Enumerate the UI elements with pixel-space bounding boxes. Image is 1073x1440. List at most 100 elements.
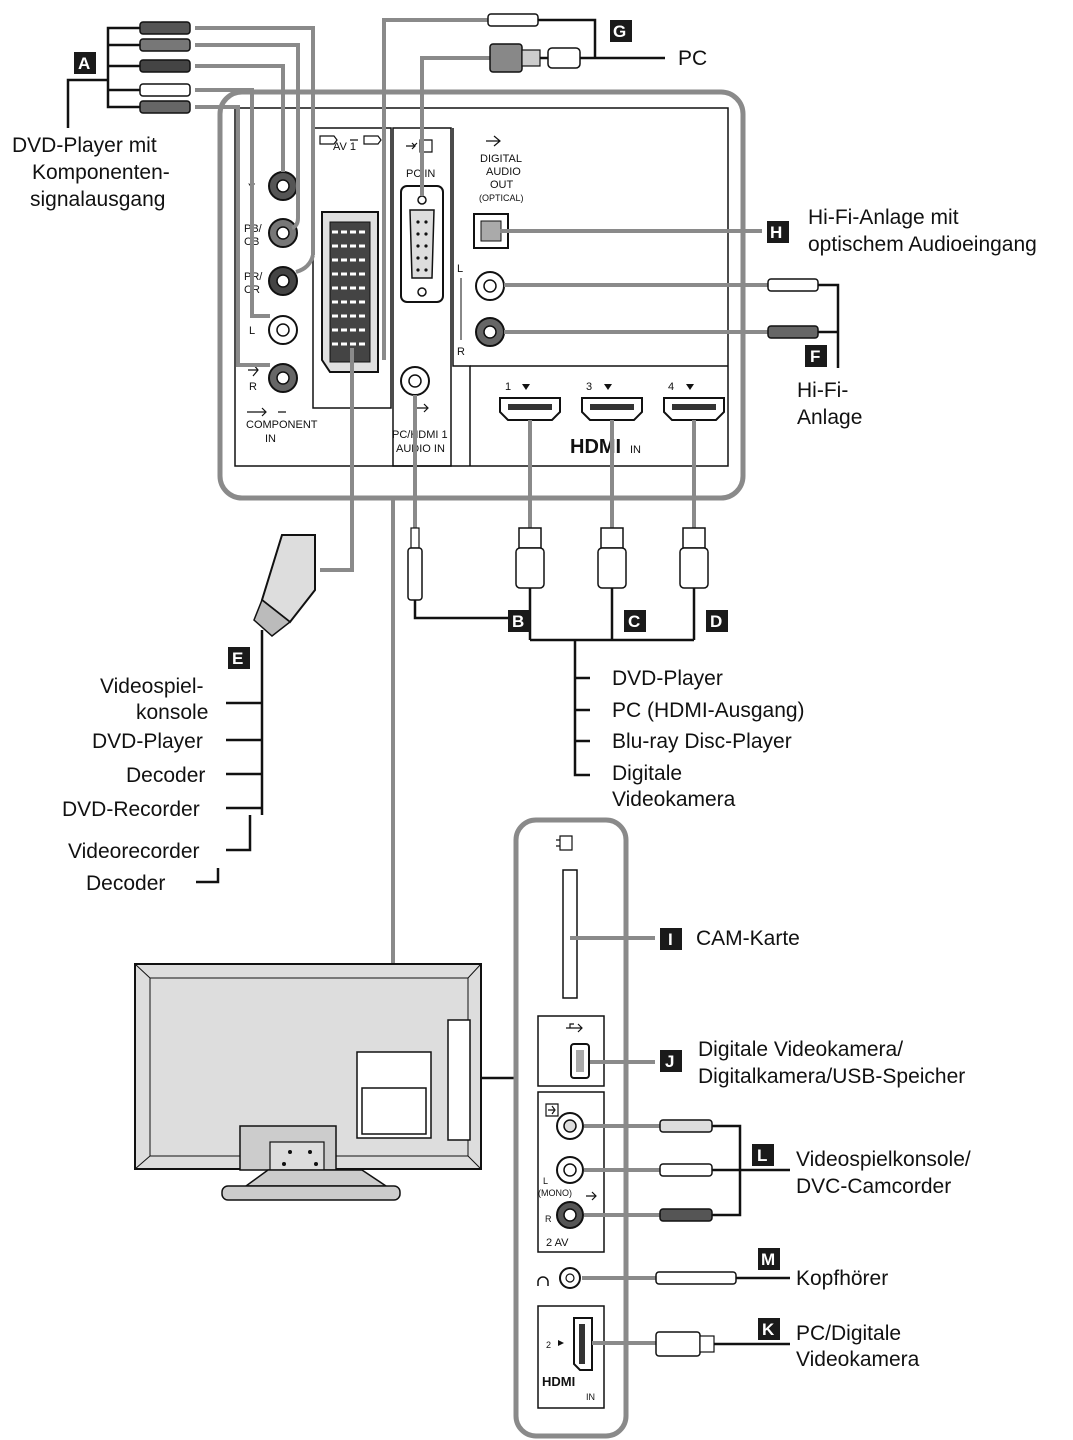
hdmi-port-4-label: 4: [668, 381, 674, 393]
badge-m: [758, 1248, 780, 1270]
av2-cables: [584, 1119, 713, 1222]
pcaudio-label-2: AUDIO IN: [396, 443, 445, 455]
badge-m-text: M: [761, 1250, 775, 1269]
headphone-plug: [655, 1271, 737, 1285]
badge-k: [758, 1318, 780, 1340]
scart-bundle: [196, 630, 264, 884]
digital-label-3: OUT: [490, 179, 514, 191]
audio-out-icon: [486, 135, 501, 147]
av2-l-label: L: [543, 1176, 548, 1186]
hdmi2-device-label-2: Videokamera: [796, 1348, 920, 1371]
digital-label-4: (OPTICAL): [479, 193, 524, 203]
audio-out-r-label: R: [457, 346, 465, 358]
badge-c: [624, 610, 646, 632]
headphone-icon: [537, 1276, 549, 1286]
pc-top-label: PC: [678, 47, 707, 70]
scart-device-decoder-2: Decoder: [86, 872, 165, 895]
component-l-label: L: [249, 325, 255, 337]
hdmi-in-label: IN: [630, 444, 641, 456]
digital-label-2: AUDIO: [486, 166, 521, 178]
av2-r-label: R: [545, 1214, 552, 1224]
usb-label-2: Digitalkamera/USB-Speicher: [698, 1065, 965, 1088]
audio-in-icon-2: [417, 403, 429, 413]
component-bundle: [106, 26, 140, 109]
hifi-bundle: [818, 283, 840, 368]
badge-b: [508, 610, 530, 632]
hifi-label-1: Hi-Fi-: [797, 379, 848, 402]
component-input-icon: [247, 407, 286, 417]
vga-pins: [416, 220, 428, 272]
cam-label: CAM-Karte: [696, 927, 800, 950]
dvd-component-label-3: signalausgang: [30, 188, 165, 211]
av2-device-label-1: Videospielkonsole/: [796, 1148, 971, 1171]
component-cables: [195, 26, 315, 367]
scart-io-icon: [319, 135, 382, 145]
badge-i-text: I: [668, 930, 673, 949]
hdmi-logo: HDMI: [570, 436, 621, 458]
cam-icon: [556, 835, 573, 851]
component-label-1: COMPONENT: [246, 419, 318, 431]
scart-plug: [260, 534, 316, 624]
hdmi-device-cam-1: Digitale: [612, 762, 682, 785]
badge-i: [660, 928, 682, 950]
side-hdmi-in-label: IN: [586, 1392, 595, 1402]
badge-l-text: L: [757, 1146, 767, 1165]
badge-l: [752, 1144, 774, 1166]
scart-cable: [320, 348, 354, 572]
scart-device-vcr: Videorecorder: [68, 840, 200, 863]
tv-rear-view: [134, 963, 482, 1201]
badge-j-text: J: [665, 1052, 674, 1071]
cam-slot[interactable]: [562, 869, 578, 999]
hdmi-port-3-label: 3: [586, 381, 592, 393]
video-in-icon: [545, 1103, 559, 1117]
hdmi-device-pc: PC (HDMI-Ausgang): [612, 699, 805, 722]
av2-mono-label: (MONO): [538, 1188, 572, 1198]
badge-j: [660, 1050, 682, 1072]
dvd-component-label-1: DVD-Player mit: [12, 134, 157, 157]
usb-label-1: Digitale Videokamera/: [698, 1038, 903, 1061]
audio-in-icon-3: [586, 1191, 597, 1201]
audio-out-l-label: L: [457, 263, 463, 275]
badge-f: [805, 345, 827, 367]
hdmi-plugs: [407, 527, 709, 601]
av2-bundle: [712, 1124, 790, 1217]
av2-device-label-2: DVC-Camcorder: [796, 1175, 951, 1198]
hdmi-cables: [413, 395, 696, 528]
side-hdmi-port-label: 2: [546, 1340, 551, 1350]
hdmi2-device-label-1: PC/Digitale: [796, 1322, 901, 1345]
side-hdmi-plug: [655, 1331, 701, 1357]
badge-a: [74, 52, 96, 74]
pc-audio-cable: [382, 18, 488, 360]
av1-label: AV 1: [333, 141, 356, 153]
scart-device-game-2: konsole: [136, 701, 208, 724]
badge-c-text: C: [628, 612, 640, 631]
hdmi-device-dvd: DVD-Player: [612, 667, 723, 690]
badge-g: [610, 20, 632, 42]
badge-f-text: F: [810, 347, 820, 366]
badge-k-text: K: [762, 1320, 775, 1339]
component-plugs: [139, 21, 191, 114]
component-label-2: IN: [265, 433, 276, 445]
badge-g-text: G: [613, 22, 626, 41]
side-hdmi-logo: HDMI: [542, 1374, 575, 1389]
badge-d-text: D: [710, 612, 722, 631]
scart-device-dvd-recorder: DVD-Recorder: [62, 798, 200, 821]
scart-pins: [329, 221, 371, 363]
scart-device-dvd: DVD-Player: [92, 730, 203, 753]
component-leader: [66, 78, 108, 128]
hdmi-device-cam-2: Videokamera: [612, 788, 736, 811]
badge-a-text: A: [78, 54, 90, 73]
scart-device-decoder: Decoder: [126, 764, 205, 787]
badge-h: [767, 221, 789, 243]
hdmi-port-1-label: 1: [505, 381, 511, 393]
hifi-label-2: Anlage: [797, 406, 862, 429]
digital-label-1: DIGITAL: [480, 153, 522, 165]
pc-audio-plug: [487, 13, 539, 27]
headphones-label: Kopfhörer: [796, 1267, 888, 1290]
hifi-optical-label-2: optischem Audioeingang: [808, 233, 1037, 256]
hdmi-device-bluray: Blu-ray Disc-Player: [612, 730, 792, 753]
dvd-component-label-2: Komponenten-: [32, 161, 170, 184]
scart-device-game-1: Videospiel-: [100, 675, 204, 698]
